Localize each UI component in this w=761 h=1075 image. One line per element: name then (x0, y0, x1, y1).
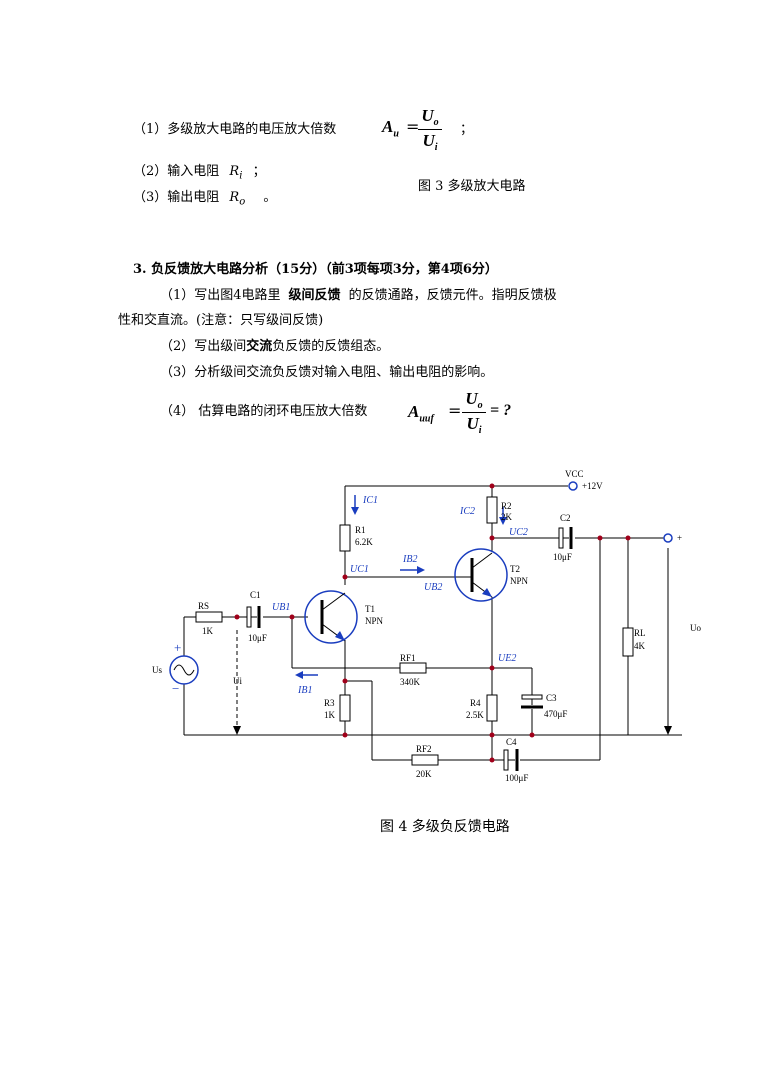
section3-heading: 3. 负反馈放大电路分析（15分）（前3项每项3分，第4项6分） (133, 262, 498, 277)
item2-text: （2）输入电阻 Ri ； (133, 164, 266, 182)
question4: （4） 估算电路的闭环电压放大倍数 (160, 404, 368, 419)
uc1-label: UC1 (350, 564, 369, 575)
c3-name: C3 (546, 693, 557, 703)
r2-value: 2K (501, 512, 513, 522)
ic2-label: IC2 (459, 506, 475, 517)
output-plus: + (677, 533, 682, 543)
rl-value: 4K (634, 641, 646, 651)
r3-value: 1K (324, 710, 336, 720)
rf2-value: 20K (416, 769, 432, 779)
r2-name: R2 (501, 501, 512, 511)
c1-value: 10μF (248, 633, 267, 643)
c1-name: C1 (250, 590, 261, 600)
ib2-label: IB2 (402, 554, 417, 565)
rs-value: 1K (202, 626, 214, 636)
ib1-label: IB1 (297, 685, 312, 696)
r1-value: 6.2K (355, 537, 373, 547)
equals-sign: = (406, 117, 420, 136)
question1-line1: （1）写出图4电路里级间反馈的反馈通路，反馈元件。指明反馈极 (160, 288, 557, 303)
item3-text: （3）输出电阻 Ro 。 (133, 190, 277, 208)
c4-value: 100μF (505, 773, 528, 783)
c4-name: C4 (506, 737, 517, 747)
auuf-symbol: Auuf (408, 402, 434, 425)
au-symbol: Au (382, 117, 399, 140)
au-fraction: Uo Ui (418, 106, 442, 153)
question1-line2: 性和交直流。(注意：只写级间反馈) (118, 313, 324, 328)
rs-name: RS (198, 601, 209, 611)
ue2-label: UE2 (498, 653, 516, 664)
fig3-caption: 图 3 多级放大电路 (418, 179, 526, 194)
vcc-label: VCC (565, 469, 584, 479)
r4-value: 2.5K (466, 710, 484, 720)
item1-text: （1）多级放大电路的电压放大倍数 (133, 122, 337, 137)
question3: （3）分析级间交流负反馈对输入电阻、输出电阻的影响。 (160, 365, 494, 380)
uc2-label: UC2 (509, 527, 528, 538)
fig4-caption: 图 4 多级负反馈电路 (380, 819, 510, 835)
ub2-label: UB2 (424, 582, 442, 593)
rf1-name: RF1 (400, 653, 416, 663)
c2-name: C2 (560, 513, 571, 523)
c3-value: 470μF (544, 709, 567, 719)
t2-type: NPN (510, 576, 529, 586)
item1-suffix: ； (460, 122, 474, 137)
q4-suffix: = ? (490, 402, 512, 419)
svg-text:+: + (174, 640, 181, 655)
ub1-label: UB1 (272, 602, 290, 613)
rf1-value: 340K (400, 677, 421, 687)
us-label: Us (152, 665, 162, 675)
uo-label: Uo (690, 623, 701, 633)
r1-name: R1 (355, 525, 366, 535)
t1-name: T1 (365, 604, 375, 614)
c2-value: 10μF (553, 552, 572, 562)
rl-name: RL (634, 628, 646, 638)
t1-type: NPN (365, 616, 384, 626)
t2-name: T2 (510, 564, 520, 574)
r4-name: R4 (470, 698, 481, 708)
ui-label: Ui (233, 676, 242, 686)
vcc-value: +12V (582, 481, 603, 491)
rf2-name: RF2 (416, 744, 432, 754)
svg-text:−: − (172, 681, 179, 696)
ic1-label: IC1 (362, 495, 378, 506)
r3-name: R3 (324, 698, 335, 708)
auuf-fraction: Uo Ui (462, 389, 486, 436)
equals-sign-2: = (448, 401, 462, 420)
question2: （2）写出级间交流负反馈的反馈组态。 (160, 339, 390, 354)
